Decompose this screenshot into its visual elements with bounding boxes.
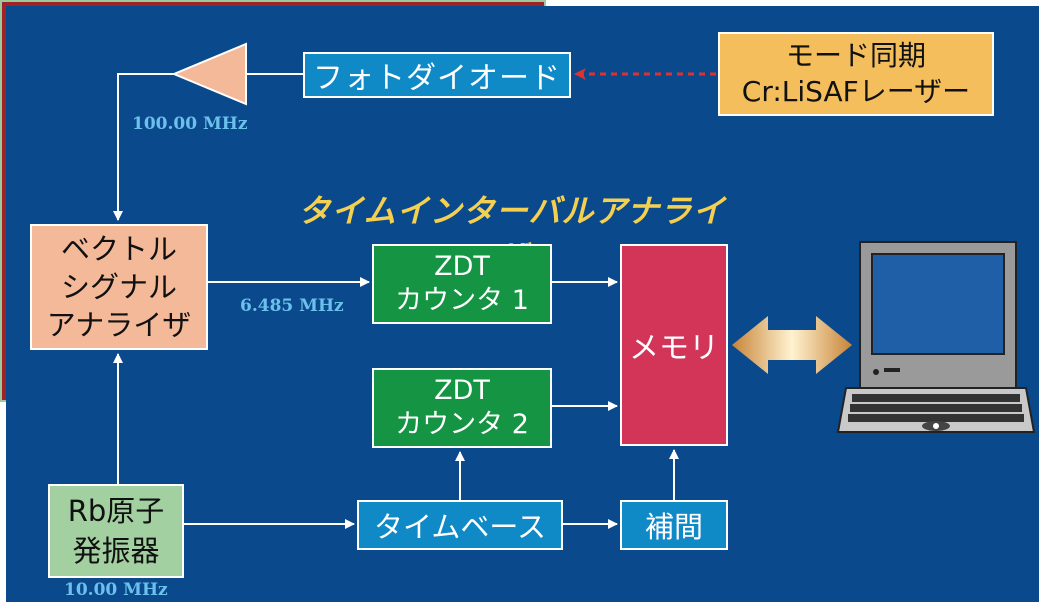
vector-signal-analyzer-block: ベクトル シグナル アナライザ (30, 224, 208, 350)
frequency-label-100mhz: 100.00 MHz (132, 114, 248, 134)
zdt-counter-2-block: ZDT カウンタ 2 (372, 368, 552, 448)
frequency-label-6485mhz: 6.485 MHz (240, 296, 344, 316)
amplifier-icon (171, 42, 247, 106)
photodiode-block: フォトダイオード (303, 52, 571, 98)
time-base-block: タイムベース (357, 500, 563, 550)
memory-block: メモリ (620, 244, 728, 446)
rb-oscillator-block: Rb原子 発振器 (48, 484, 184, 578)
laptop-icon (836, 241, 1036, 433)
amplifier-to-analyzer-line (113, 73, 174, 221)
frequency-label-10mhz: 10.00 MHz (64, 580, 168, 600)
interpolation-block: 補間 (620, 500, 728, 550)
zdt-counter-1-block: ZDT カウンタ 1 (372, 244, 552, 324)
bidirectional-arrow-icon (732, 316, 852, 374)
laser-block: モード同期 Cr:LiSAFレーザー (718, 32, 994, 116)
